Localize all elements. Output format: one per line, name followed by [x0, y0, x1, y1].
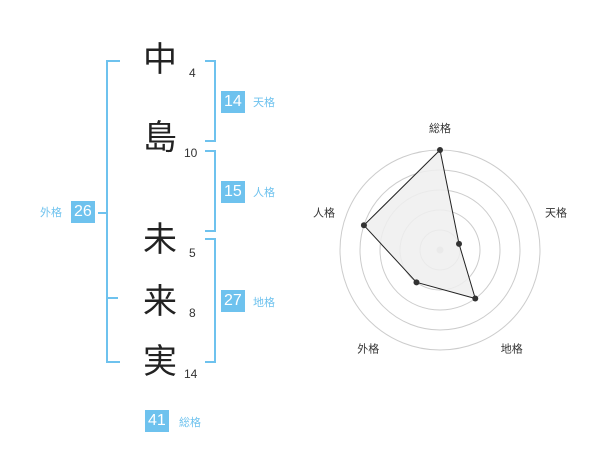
name-char-1: 中 [143, 40, 177, 80]
radar-point [413, 279, 420, 286]
soukaku-badge: 41 [145, 410, 169, 432]
tenkaku-bracket [205, 60, 216, 142]
radar-point [437, 147, 443, 153]
stroke-count-4: 8 [189, 306, 196, 320]
gaikaku-bracket-divider [106, 297, 118, 299]
radar-axis-label: 外格 [357, 342, 379, 356]
stroke-count-2: 10 [184, 146, 198, 160]
stroke-count-3: 5 [189, 246, 196, 260]
radar-area [363, 148, 477, 300]
name-char-4: 来 [143, 282, 177, 322]
radar-axis-label: 地格 [501, 342, 523, 356]
jinkaku-badge: 15 [221, 181, 245, 203]
gaikaku-bracket [106, 60, 120, 363]
radar-axis-label: 総格 [429, 121, 451, 135]
gaikaku-label: 外格 [40, 206, 62, 219]
name-char-2: 島 [143, 118, 177, 158]
tenkaku-badge: 14 [221, 91, 245, 113]
stroke-count-1: 4 [189, 66, 196, 80]
gaikaku-badge: 26 [71, 201, 95, 223]
radar-axis-label: 天格 [545, 205, 567, 219]
gaikaku-connector [98, 212, 106, 214]
chikaku-badge: 27 [221, 290, 245, 312]
tenkaku-label: 天格 [253, 96, 275, 109]
radar-point [472, 295, 479, 302]
radar-axis-label: 人格 [313, 205, 335, 219]
radar-point [360, 222, 367, 229]
jinkaku-label: 人格 [253, 186, 275, 199]
stroke-count-5: 14 [184, 367, 198, 381]
name-char-3: 未 [143, 220, 177, 260]
name-char-5: 実 [143, 342, 177, 382]
soukaku-label: 総格 [179, 416, 201, 429]
jinkaku-bracket [205, 150, 216, 232]
radar-point [456, 240, 463, 247]
chikaku-bracket [205, 238, 216, 363]
chikaku-label: 地格 [253, 296, 275, 309]
